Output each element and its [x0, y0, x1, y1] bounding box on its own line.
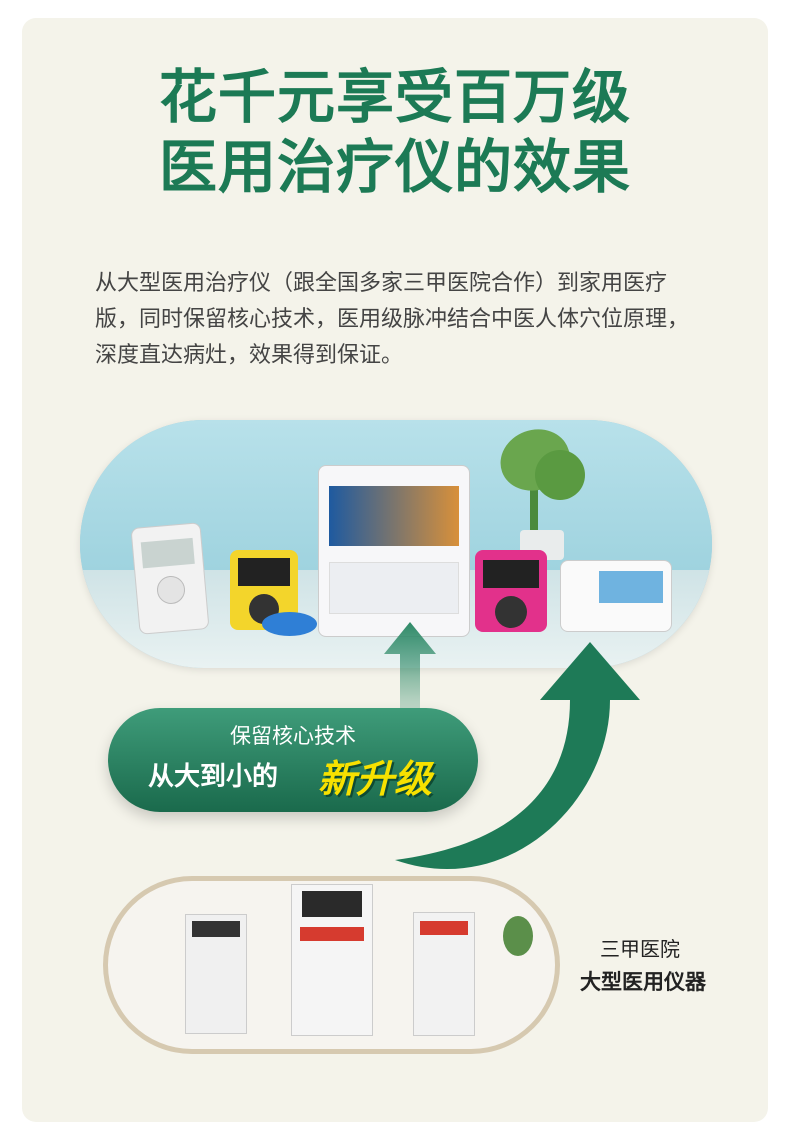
- upgrade-pill: 保留核心技术 从大到小的 新升级: [108, 708, 478, 812]
- hospital-label: 三甲医院: [600, 937, 680, 961]
- home-devices-image: [80, 420, 712, 668]
- arrow-up-icon: [384, 622, 436, 738]
- upgrade-line-2: 从大到小的: [148, 762, 279, 792]
- pink-device: [475, 550, 547, 632]
- headline-line-2: 医用治疗仪的效果: [158, 133, 631, 201]
- handheld-device: [130, 522, 210, 635]
- white-box-device: [560, 560, 672, 632]
- hospital-machine-1: [185, 914, 247, 1034]
- description-text: 从大型医用治疗仪（跟全国多家三甲医院合作）到家用医疗版，同时保留核心技术，医用级…: [95, 271, 690, 368]
- plant-image-2: [503, 916, 533, 956]
- center-device: [318, 465, 470, 637]
- plant-image: [491, 420, 585, 560]
- eye-mask: [262, 612, 317, 636]
- upgrade-line-1: 保留核心技术: [230, 724, 356, 748]
- upgrade-highlight: 新升级: [318, 757, 433, 801]
- hospital-machine-3: [413, 912, 475, 1036]
- headline: 花千元享受百万级 医用治疗仪的效果: [0, 62, 790, 202]
- headline-line-1: 花千元享受百万级: [158, 63, 631, 131]
- curved-arrow-icon: [395, 642, 640, 870]
- hospital-machine-2: [291, 884, 373, 1036]
- hospital-sublabel: 大型医用仪器: [580, 970, 706, 994]
- hospital-devices-image: [103, 876, 560, 1054]
